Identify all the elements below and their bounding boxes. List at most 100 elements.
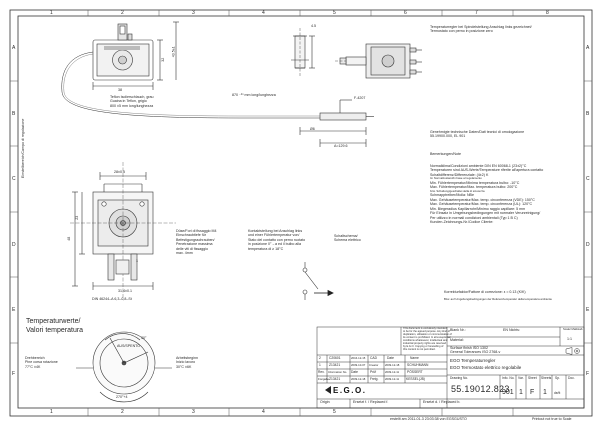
surface-finish: Surface finish ISO 1302 (450, 346, 488, 350)
sheets-label: Sheets (541, 376, 552, 380)
sensor-bulb (299, 99, 374, 147)
col-number: 7 (475, 10, 478, 16)
rev-zone: 1 (319, 363, 321, 367)
rev-zone: Rev. (318, 370, 325, 374)
dim-capillary: 870 ⁻²⁰ mm long/lunghezza (232, 93, 276, 97)
general-tolerances: General Tolerances ISO 2768-v (450, 350, 501, 354)
dial-top-angle: 30° (141, 336, 147, 340)
col-number: 5 (333, 409, 336, 415)
sheet-value: F (530, 389, 535, 396)
rev-x: Date (387, 356, 394, 360)
correction-arrow (314, 289, 334, 297)
correction-note: Korrekturfaktor/Fattore di correzione: ε… (444, 290, 526, 294)
row-letter: F (12, 371, 16, 377)
rev-by: Freig. (370, 377, 379, 381)
col-number: 3 (192, 409, 195, 415)
row-letter: B (586, 111, 590, 117)
var-value: 1 (519, 389, 523, 396)
correction-subnote: Bzw. auf Umgebungsbedingungen der Refere… (444, 297, 552, 301)
doc-label: Doc. (568, 376, 575, 380)
rev-zone: 2 (319, 356, 321, 360)
rev-change: Z13421 (329, 363, 341, 367)
en-label: EN Nichts: (503, 328, 520, 332)
lang-value: de/it (554, 391, 561, 395)
dim-mount: 28±0.5 (114, 170, 125, 174)
row-letter: C (12, 176, 16, 182)
ego-logo-icon (325, 386, 331, 394)
rev-name: PÖSSERT (407, 370, 423, 374)
dial-title: Temperaturwerte/ Valori temperatura (26, 318, 84, 334)
dial-right-label: Arbeitsbeginn Inizio lavoro 30°C ±6K (176, 356, 198, 369)
footer-printed: erstellt am 2011-01-3 23:03:38 von EGSGU… (390, 417, 467, 421)
dim-lower-width: 31.4±0.1 (118, 289, 132, 293)
col-number: 1 (50, 10, 53, 16)
col-number: 8 (546, 10, 549, 16)
sheet-label: Sheet (528, 376, 537, 380)
col-number: 2 (121, 10, 124, 16)
scale-value: 1:1 (567, 337, 572, 341)
footer-note: Printout not true to Scale (532, 417, 572, 421)
var-label: Var. (518, 376, 524, 380)
replaced-by: Ersetzt d. / Replaced b. (423, 400, 461, 404)
remarks-list: Normalklima/Condizioni ambiente DIN EN 6… (430, 164, 544, 225)
outer-border (9, 9, 593, 417)
info-label: Info. No. (502, 376, 515, 380)
schematic-label: Schaltschema/ Schema elettrico (334, 234, 361, 243)
col-number: 1 (50, 409, 53, 415)
top-view-thermostat (61, 21, 320, 119)
rev-x: 2009-12-11 (385, 377, 400, 381)
dial-left-label: Drehbereich Pine corsa rotazione 77°C ±4… (25, 356, 58, 369)
dim-width: 38 (118, 88, 122, 92)
dim-f: F-4207 (354, 96, 366, 100)
dial-bottom-angle: 270°+4 (116, 395, 128, 399)
grid-ticks (10, 10, 592, 416)
dim-din: DIN 46244–A 6,3–0,8–St (92, 297, 132, 301)
sheath-note: Teflon Isolierschlauch, grau Guaina in T… (110, 95, 154, 108)
dim-one: 1 (136, 259, 138, 263)
row-letter: D (586, 242, 590, 248)
rev-name: Name (410, 356, 419, 360)
rev-change: Z13421 (329, 377, 341, 381)
dim-shaft-len: 4.5 (311, 24, 316, 28)
rev-date: 2009-10-07 (351, 363, 366, 367)
title-block (316, 326, 585, 409)
row-letter: B (12, 111, 16, 117)
rev-by: CAD (370, 356, 377, 360)
contact-schematic (302, 262, 319, 300)
side-view-thermostat (335, 43, 422, 79)
row-letter: A (12, 45, 16, 51)
dim-side-height: 48 (67, 236, 72, 241)
rev-x: 2009-12-11 (385, 370, 400, 374)
product-title-de: EGO Temperaturregler (450, 358, 496, 363)
col-number: 2 (121, 409, 124, 415)
remarks-title: Bemerkungen/Note (430, 152, 461, 156)
origin-label: Origin (320, 400, 330, 404)
contact-note: Kontaktstellung bei Anschlag links und e… (248, 229, 306, 251)
dim-top-offset: 23 (75, 215, 80, 220)
front-view-thermostat (70, 162, 176, 300)
row-letter: A (586, 45, 590, 51)
col-number: 4 (262, 409, 265, 415)
col-number: 3 (192, 10, 195, 16)
rev-x: 2009-12-18 (385, 363, 400, 367)
legal-note: This document is exclusively intended to… (403, 327, 452, 351)
dial-center-label: AUS/SPENTO (117, 344, 141, 348)
dim-height: 32 (161, 57, 166, 62)
material-label: Material: (450, 338, 464, 342)
vertical-range-label: Einstellbereich/Campo di regolazione (21, 118, 25, 178)
rev-change: Information No. (328, 370, 348, 374)
row-letter: D (12, 242, 16, 248)
rev-name: KESSEL(JB) (406, 377, 425, 381)
rev-by: Prüf (370, 370, 377, 374)
projection-symbol-icon (565, 347, 580, 355)
col-number: 5 (333, 10, 336, 16)
row-letter: F (586, 371, 590, 377)
shaft-detail (291, 28, 315, 76)
row-letter: C (586, 176, 590, 182)
dim-overall: 43.5±1 (171, 46, 176, 58)
row-letter: E (12, 307, 16, 313)
product-title-it: EGO Termostato elettrico regolabile (450, 365, 522, 370)
blank-no-label: Blank Nr.: (450, 328, 466, 332)
dial-diagram (76, 331, 172, 403)
